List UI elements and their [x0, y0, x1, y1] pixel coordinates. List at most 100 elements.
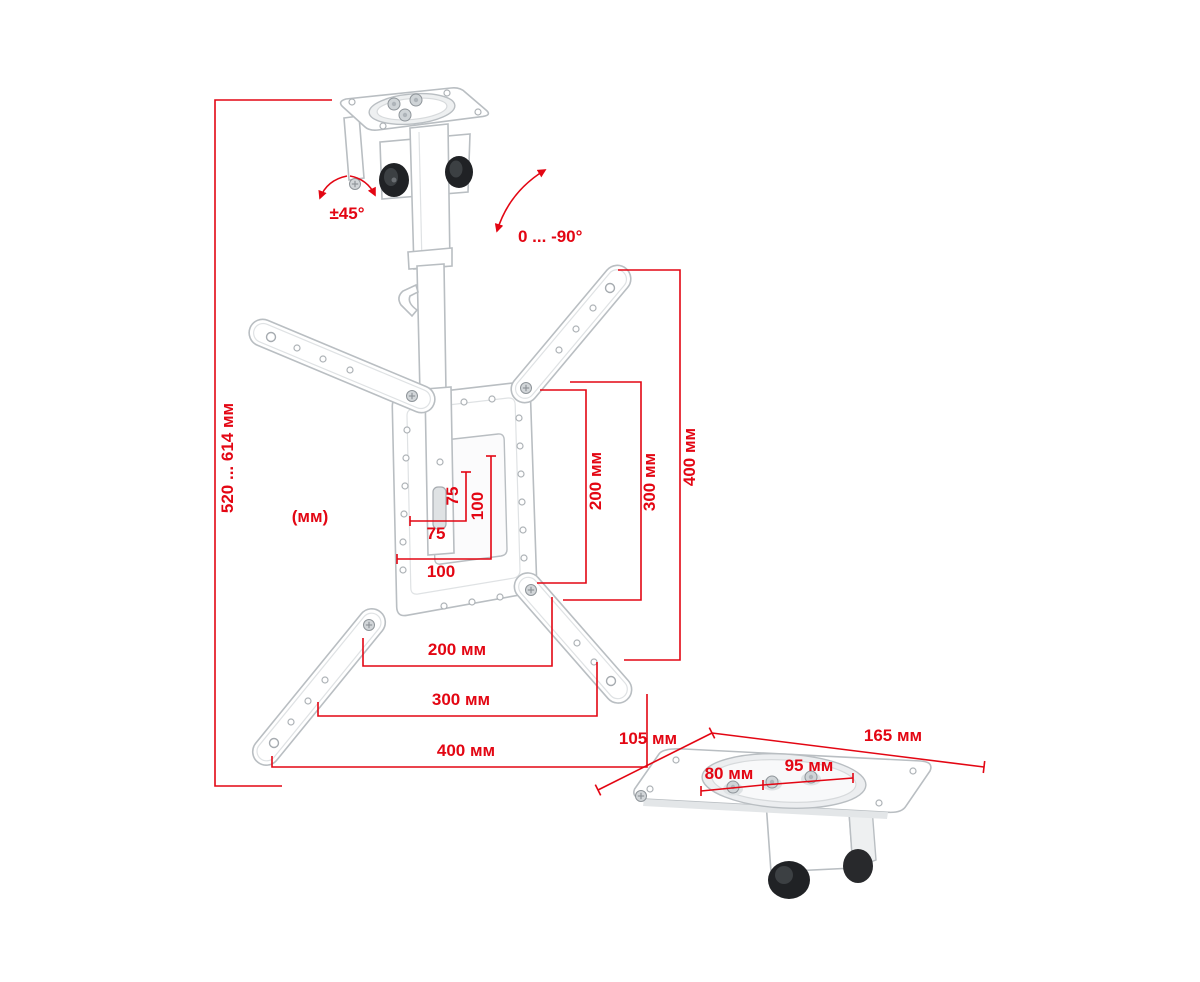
dim-400-horizontal: 400 мм: [271, 694, 648, 768]
arm-upper-left: [248, 318, 436, 414]
detail-knob-highlight: [775, 866, 793, 884]
plate-hole: [518, 498, 526, 506]
dim-100h-label: 100: [427, 562, 455, 581]
ceiling-hole: [348, 98, 356, 106]
rib-slot: [432, 486, 447, 530]
dim-75h-label: 75: [427, 524, 446, 543]
vesa-plate: [391, 381, 538, 617]
dim-200-horizontal: 200 мм: [362, 597, 553, 667]
arm-lower-right: [513, 572, 633, 704]
detail-hole: [875, 799, 883, 807]
dim-tilt-label: ±45°: [329, 204, 364, 223]
arm-hole: [590, 658, 598, 666]
flange-screw: [348, 177, 362, 191]
pole-upper-tube: [409, 123, 451, 270]
ceiling-bolt-1: [387, 97, 401, 111]
arm-hole: [293, 344, 301, 352]
dim-swivel-label: 0 ... -90°: [518, 227, 583, 246]
arm-hole: [346, 366, 354, 374]
detail-hole: [672, 756, 680, 764]
pole-mount-rib: [424, 386, 455, 556]
dim-165-label: 165 мм: [864, 726, 922, 745]
ceiling-hole: [443, 89, 451, 97]
dim-holes-95: 95 мм: [762, 756, 854, 786]
arm-screw: [405, 389, 419, 403]
arm-screw: [519, 381, 533, 395]
units-label: (мм): [292, 507, 328, 526]
dim-height: 520 ... 614 мм: [214, 99, 332, 787]
plate-hole: [496, 593, 504, 601]
dim-80-label: 80 мм: [705, 764, 754, 783]
arm-hole: [573, 639, 581, 647]
plate-hole: [399, 538, 407, 546]
tilt-knob-left: [379, 163, 409, 197]
plate-hole: [519, 526, 527, 534]
plate-hole: [402, 454, 410, 462]
plate-hole: [460, 398, 468, 406]
dim-95-label: 95 мм: [785, 756, 834, 775]
dim-200-vertical: 200 мм: [537, 389, 605, 584]
dim-400v-label: 400 мм: [680, 428, 699, 486]
plate-hole: [468, 598, 476, 606]
dim-300-horizontal: 300 мм: [317, 662, 598, 717]
cable-hook: [398, 283, 419, 318]
arm-screw: [362, 618, 376, 632]
dim-swivel: 0 ... -90°: [494, 169, 583, 246]
pole-highlight: [418, 131, 423, 265]
arm-hole: [555, 346, 563, 354]
plate-hole: [488, 395, 496, 403]
dim-vesa-75: 75 75: [409, 471, 471, 543]
ceiling-bolt-3: [398, 108, 412, 122]
product-detail-view: [633, 748, 932, 899]
dim-400-vertical: 400 мм: [618, 269, 699, 661]
dim-75v-label: 75: [443, 487, 462, 506]
plate-hole: [515, 414, 523, 422]
plate-hole: [440, 602, 448, 610]
dim-plate-105: 105 мм: [594, 727, 716, 796]
ceiling-bolt-2: [409, 93, 423, 107]
dim-200h-label: 200 мм: [428, 640, 486, 659]
arm-upper-right: [510, 264, 632, 404]
plate-hole: [400, 510, 408, 518]
detail-knob-right: [843, 849, 873, 883]
dim-tilt: ±45°: [318, 175, 376, 223]
dim-400h-label: 400 мм: [437, 741, 495, 760]
tilt-knob-right: [445, 156, 473, 188]
arm-hole: [304, 697, 312, 705]
detail-hole: [646, 785, 654, 793]
dim-300-vertical: 300 мм: [563, 381, 659, 601]
arm-screw: [524, 583, 538, 597]
dim-200v-label: 200 мм: [586, 452, 605, 510]
plate-hole: [403, 426, 411, 434]
telescopic-pole: [398, 123, 453, 395]
arm-hole: [605, 675, 617, 687]
arm-lower-left: [251, 607, 387, 767]
arm-hole: [265, 331, 277, 343]
dim-height-label: 520 ... 614 мм: [218, 403, 237, 513]
plate-hole: [520, 554, 528, 562]
dim-100v-label: 100: [468, 492, 487, 520]
product-main-view: [248, 87, 633, 767]
pole-lower-tube: [416, 263, 447, 395]
dim-vesa-100: 100 100: [396, 455, 496, 581]
arm-hole: [572, 325, 580, 333]
dim-300v-label: 300 мм: [640, 453, 659, 511]
detail-hole: [909, 767, 917, 775]
arm-hole: [287, 718, 295, 726]
arm-hole: [604, 282, 616, 294]
detail-plate-edge: [643, 799, 888, 819]
arm-hole: [321, 676, 329, 684]
dim-holes-80: 80 мм: [700, 764, 764, 796]
arm-hole: [268, 737, 280, 749]
plate-hole: [401, 482, 409, 490]
detail-edge-screw: [634, 789, 648, 803]
dim-plate-165: 165 мм: [711, 726, 986, 774]
rib-hole: [436, 458, 444, 466]
dim-300h-label: 300 мм: [432, 690, 490, 709]
plate-hole: [517, 470, 525, 478]
arm-hole: [589, 304, 597, 312]
detail-plate-opening-inner: [711, 759, 857, 803]
dimensions: 520 ... 614 мм ±45° 0 ... -90° (мм) 400 …: [214, 99, 986, 796]
